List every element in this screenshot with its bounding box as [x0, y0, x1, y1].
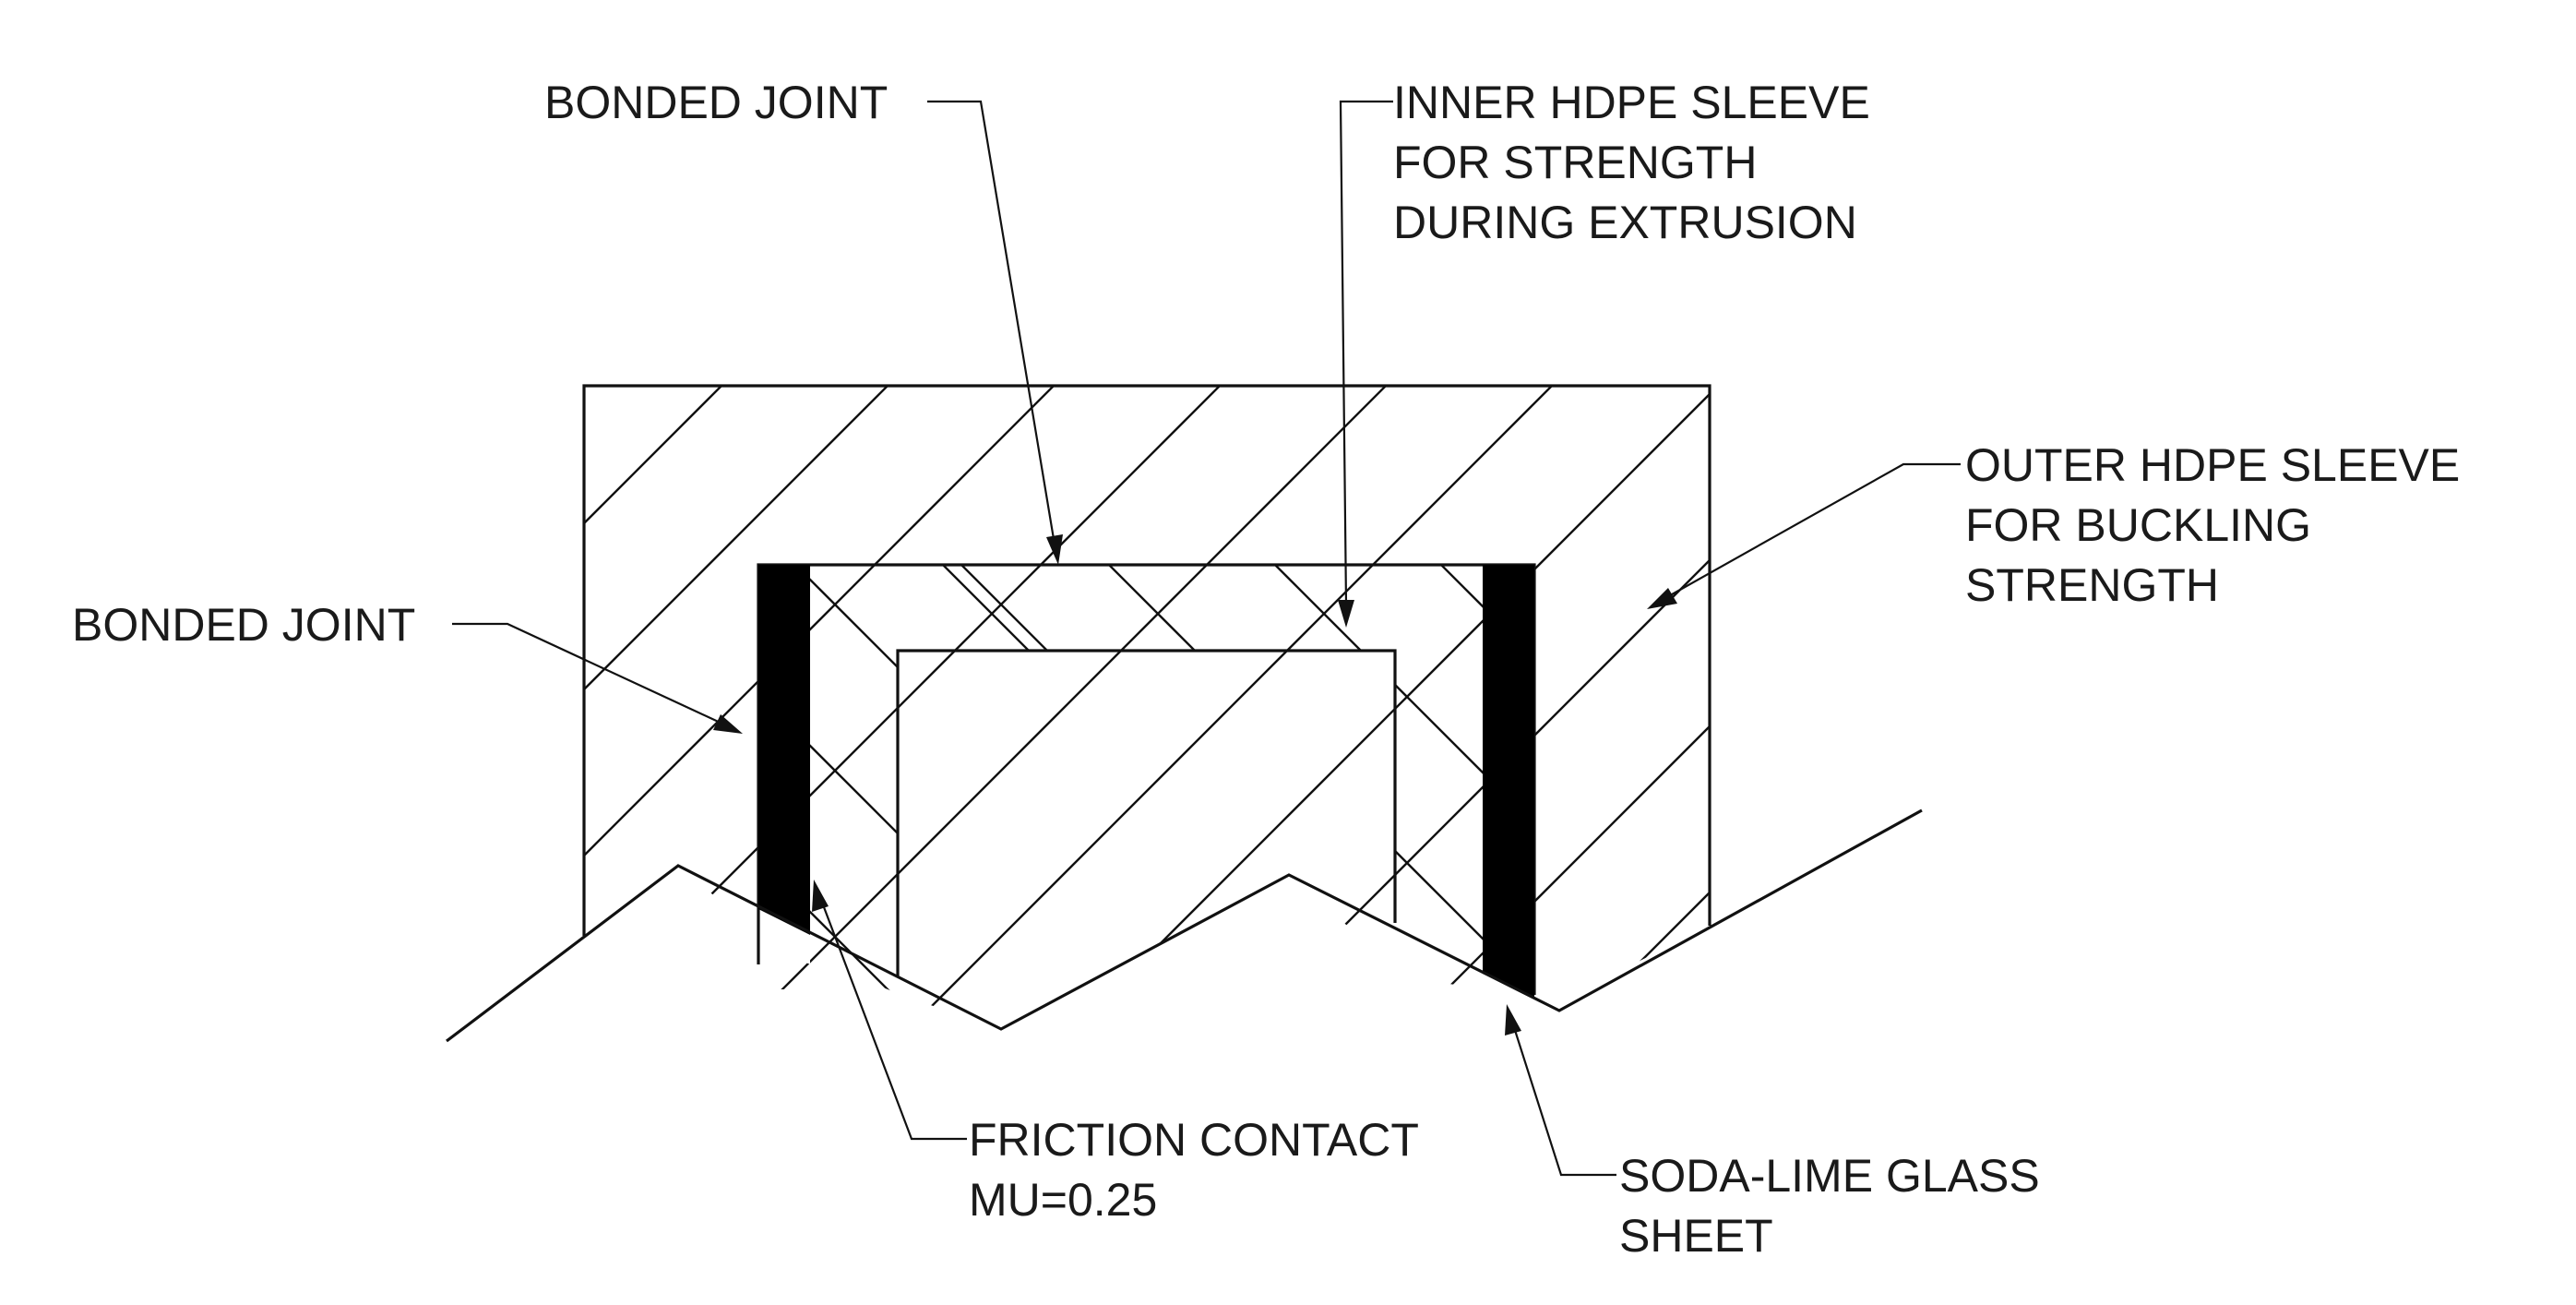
label-glass-sheet: SODA-LIME GLASS SHEET — [1619, 1150, 2040, 1262]
break-line — [446, 808, 1923, 1043]
arrow-bonded-joint-top — [1046, 534, 1063, 565]
cavity-outline — [896, 649, 1397, 976]
glass-sheet-left — [758, 565, 810, 935]
arrow-bonded-joint-left — [713, 714, 743, 734]
svg-text:STRENGTH: STRENGTH — [1965, 559, 2219, 611]
svg-text:DURING EXTRUSION: DURING EXTRUSION — [1393, 197, 1857, 248]
arrow-inner-sleeve — [1338, 600, 1354, 628]
svg-text:FRICTION CONTACT: FRICTION CONTACT — [969, 1114, 1419, 1166]
label-inner-sleeve: INNER HDPE SLEEVE FOR STRENGTH DURING EX… — [1393, 77, 1870, 248]
arrow-friction-contact — [812, 880, 829, 912]
inner-sleeve-hatch — [810, 565, 1483, 1029]
glass-sheet-right — [1483, 565, 1534, 997]
outer-sleeve-hatch — [584, 386, 1710, 1029]
svg-text:FOR STRENGTH: FOR STRENGTH — [1393, 137, 1757, 188]
svg-text:SHEET: SHEET — [1619, 1210, 1773, 1262]
label-outer-sleeve: OUTER HDPE SLEEVE FOR BUCKLING STRENGTH — [1965, 439, 2460, 611]
svg-text:OUTER HDPE SLEEVE: OUTER HDPE SLEEVE — [1965, 439, 2460, 491]
svg-text:SODA-LIME GLASS: SODA-LIME GLASS — [1619, 1150, 2040, 1202]
label-bonded-joint-top: BONDED JOINT — [544, 77, 888, 128]
leader-bonded-joint-top — [927, 100, 1056, 545]
leader-friction-contact — [819, 899, 967, 1141]
arrow-glass-sheet — [1505, 1004, 1521, 1036]
inner-sleeve-outline — [757, 563, 1536, 995]
svg-text:FOR BUCKLING: FOR BUCKLING — [1965, 499, 2311, 551]
arrow-outer-sleeve — [1647, 588, 1677, 609]
leader-inner-sleeve — [1339, 100, 1393, 605]
svg-text:INNER HDPE SLEEVE: INNER HDPE SLEEVE — [1393, 77, 1870, 128]
leader-bonded-joint-left — [452, 622, 725, 725]
svg-text:MU=0.25: MU=0.25 — [969, 1174, 1157, 1226]
leader-glass-sheet — [1511, 1024, 1616, 1177]
label-friction-contact: FRICTION CONTACT MU=0.25 — [969, 1114, 1419, 1226]
label-bonded-joint-left: BONDED JOINT — [72, 599, 415, 651]
outer-sleeve-outline — [582, 384, 1711, 936]
leader-outer-sleeve — [1664, 462, 1961, 599]
